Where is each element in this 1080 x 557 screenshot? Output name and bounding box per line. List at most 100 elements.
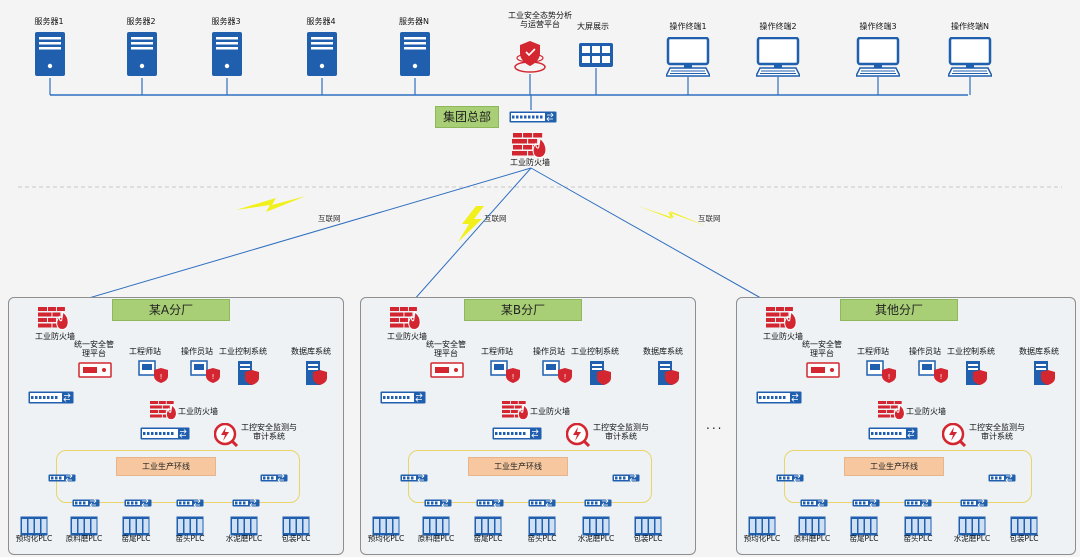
svg-text:!: ! [512, 373, 515, 381]
ring-switch-icon [800, 492, 828, 508]
big-screen-label: 大屏展示 [577, 22, 609, 31]
ring-switch-icon [612, 467, 640, 483]
plc-label: 窑尾PLC [849, 534, 879, 543]
ring-switch-icon [424, 492, 452, 508]
plc-icon [176, 516, 204, 536]
engineer-station-icon: ! [490, 360, 522, 384]
plc-icon [122, 516, 150, 536]
plc-icon [634, 516, 662, 536]
server-label: 服务器2 [126, 17, 156, 26]
plc-icon [958, 516, 986, 536]
inner-firewall-label: 工业防火墙 [530, 407, 570, 416]
branch-panel [736, 297, 1076, 555]
device-label: 统一安全管理平台 [426, 340, 466, 358]
operator-terminal-icon [664, 36, 712, 77]
ring-switch-icon [988, 467, 1016, 483]
audit-system-icon [941, 422, 967, 448]
svg-text:!: ! [940, 373, 943, 381]
core-switch-icon [140, 425, 190, 440]
device-label: 数据库系统 [1019, 347, 1059, 356]
branch-title: 其他分厂 [840, 299, 958, 321]
lightning-icon [638, 206, 706, 226]
management-platform-icon [430, 360, 464, 380]
engineer-station-icon: ! [138, 360, 170, 384]
svg-text:!: ! [212, 373, 215, 381]
database-system-icon [1032, 360, 1056, 386]
plc-icon [282, 516, 310, 536]
device-label: 统一安全管理平台 [74, 340, 114, 358]
branch-firewall-label: 工业防火墙 [763, 332, 803, 341]
branch-switch-icon [380, 389, 426, 404]
inner-firewall-icon [150, 400, 178, 421]
branch-switch-icon [756, 389, 802, 404]
plc-label: 预均化PLC [743, 534, 781, 543]
branch-switch-icon [28, 389, 74, 404]
server-icon [306, 31, 338, 78]
core-switch-icon [492, 425, 542, 440]
plc-label: 窑尾PLC [473, 534, 503, 543]
plc-label: 预均化PLC [15, 534, 53, 543]
server-icon [399, 31, 431, 78]
plc-icon [20, 516, 48, 536]
ring-label: 工业生产环线 [468, 457, 568, 476]
server-label: 服务器3 [211, 17, 241, 26]
internet-label: 互联网 [698, 214, 721, 223]
operator-terminal-icon [854, 36, 902, 77]
platform-label: 工业安全态势分析与运营平台 [508, 11, 572, 29]
device-label: 操作员站 [181, 347, 213, 356]
ring-label: 工业生产环线 [116, 457, 216, 476]
plc-icon [474, 516, 502, 536]
plc-label: 水泥磨PLC [953, 534, 991, 543]
ring-switch-icon [852, 492, 880, 508]
ring-switch-icon [528, 492, 556, 508]
ics-system-icon [964, 360, 988, 386]
plc-label: 原料磨PLC [793, 534, 831, 543]
device-label: 工业控制系统 [219, 347, 267, 356]
plc-icon [850, 516, 878, 536]
plc-label: 预均化PLC [367, 534, 405, 543]
hq-firewall-icon [512, 132, 548, 158]
engineer-station-icon: ! [866, 360, 898, 384]
device-label: 工程师站 [481, 347, 513, 356]
svg-text:!: ! [564, 373, 567, 381]
ics-system-icon [236, 360, 260, 386]
plc-icon [422, 516, 450, 536]
branch-firewall-icon [766, 306, 798, 331]
wan-link [530, 167, 783, 311]
terminal-label: 操作终端1 [669, 22, 707, 31]
plc-icon [904, 516, 932, 536]
inner-firewall-icon [502, 400, 530, 421]
ics-system-icon [588, 360, 612, 386]
audit-label: 工控安全监测与审计系统 [969, 423, 1025, 441]
plc-icon [230, 516, 258, 536]
operator-station-icon: ! [542, 360, 574, 384]
plc-label: 窑尾PLC [121, 534, 151, 543]
ellipsis: ... [706, 418, 724, 432]
plc-label: 包装PLC [1009, 534, 1039, 543]
branch-title: 某B分厂 [464, 299, 582, 321]
plc-icon [70, 516, 98, 536]
branch-firewall-label: 工业防火墙 [387, 332, 427, 341]
wan-link [47, 167, 532, 311]
plc-icon [372, 516, 400, 536]
ring-switch-icon [960, 492, 988, 508]
database-system-icon [656, 360, 680, 386]
svg-text:!: ! [160, 373, 163, 381]
core-switch-icon [868, 425, 918, 440]
svg-text:!: ! [888, 373, 891, 381]
ring-switch-icon [904, 492, 932, 508]
lightning-icon [236, 196, 306, 212]
audit-label: 工控安全监测与审计系统 [593, 423, 649, 441]
branch-title: 某A分厂 [112, 299, 230, 321]
device-label: 工业控制系统 [947, 347, 995, 356]
device-label: 操作员站 [909, 347, 941, 356]
operator-station-icon: ! [190, 360, 222, 384]
terminal-label: 操作终端3 [859, 22, 897, 31]
operator-terminal-icon [754, 36, 802, 77]
ring-switch-icon [776, 467, 804, 483]
plc-icon [582, 516, 610, 536]
database-system-icon [304, 360, 328, 386]
plc-label: 包装PLC [633, 534, 663, 543]
ring-switch-icon [48, 467, 76, 483]
security-platform-icon [514, 40, 546, 74]
